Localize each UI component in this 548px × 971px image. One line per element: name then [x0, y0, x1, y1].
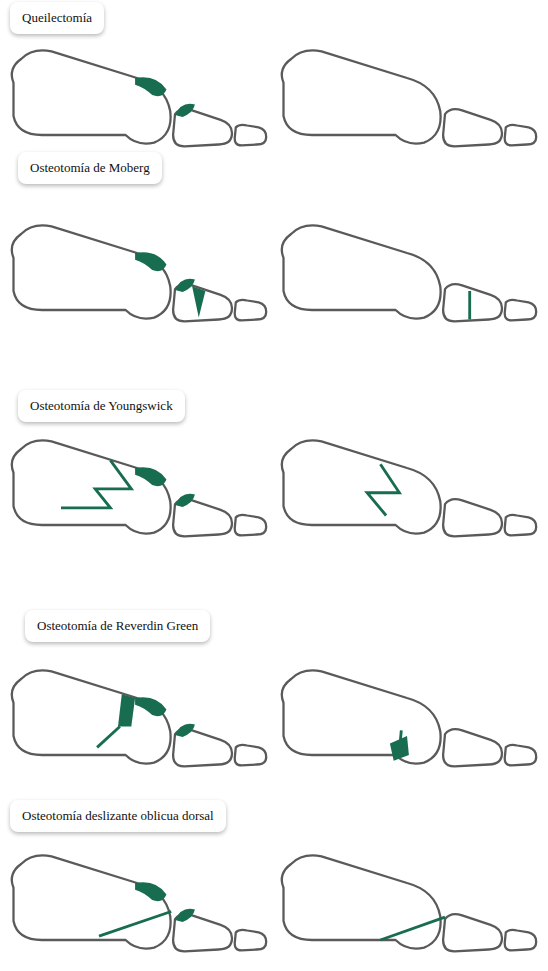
- foot-pre: [12, 670, 266, 766]
- procedure-title: Osteotomía deslizante oblicua dorsal: [22, 808, 214, 823]
- procedure-title: Osteotomía de Reverdin Green: [37, 618, 198, 633]
- title-box: Osteotomía de Youngswick: [18, 390, 185, 422]
- procedure-title: Queilectomía: [22, 10, 92, 25]
- foot-pre: [12, 50, 266, 146]
- procedure-title: Osteotomía de Youngswick: [30, 398, 173, 413]
- title-box: Osteotomía deslizante oblicua dorsal: [10, 800, 226, 832]
- foot-pre: [12, 225, 266, 321]
- foot-post: [282, 670, 536, 766]
- foot-post: [282, 225, 536, 321]
- title-box: Osteotomía de Moberg: [18, 152, 162, 184]
- foot-post: [282, 855, 536, 951]
- foot-post: [282, 50, 536, 146]
- foot-post: [282, 440, 536, 536]
- procedure-title: Osteotomía de Moberg: [30, 160, 150, 175]
- foot-pre: [12, 855, 266, 951]
- foot-pre: [12, 440, 266, 536]
- title-box: Queilectomía: [10, 2, 104, 34]
- title-box: Osteotomía de Reverdin Green: [25, 610, 210, 642]
